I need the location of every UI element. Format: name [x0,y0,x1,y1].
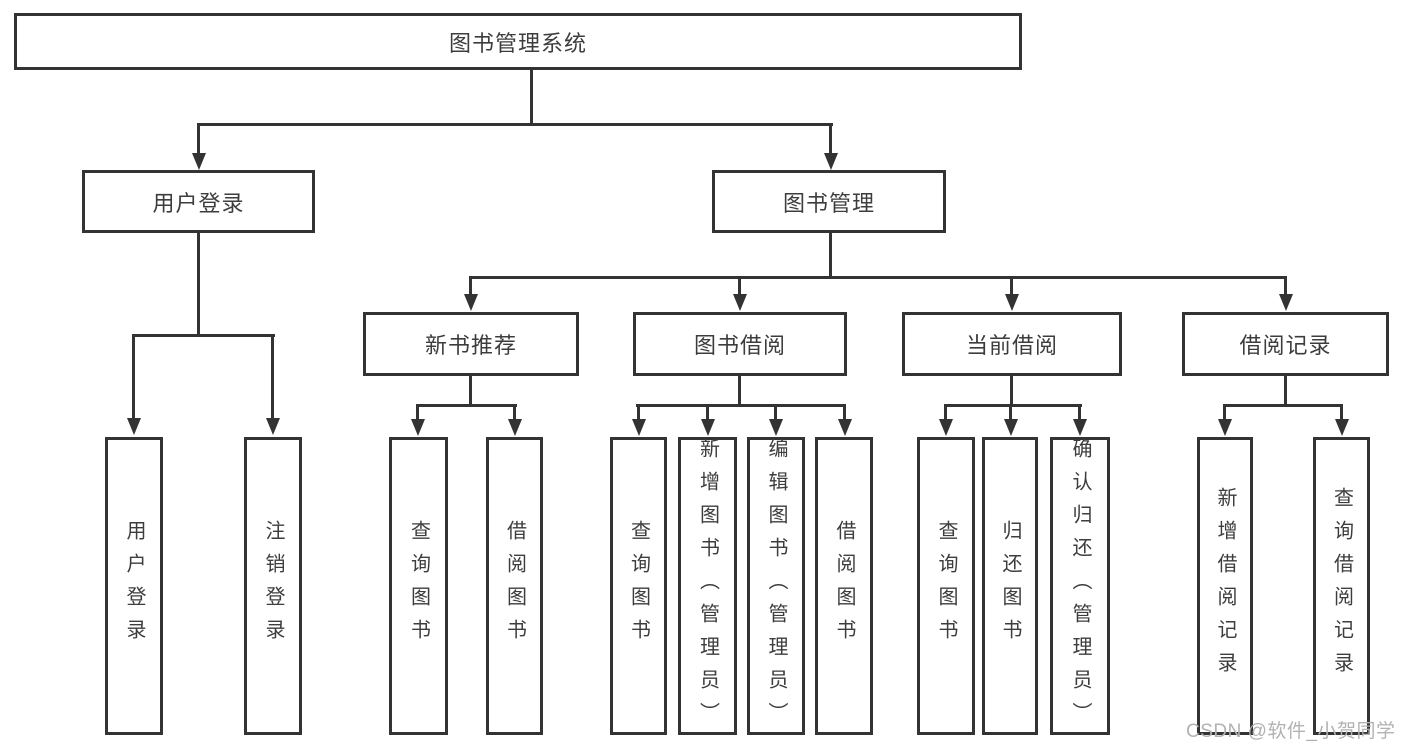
node-library-system-label: 图书管理系统 [448,30,587,56]
leaf-logout: 注销登录 [244,437,302,735]
connector-borrowing-rail [636,404,846,407]
leaf-recommend-borrow-books-label: 借阅图书 [503,520,526,652]
node-borrowing-records-label: 借阅记录 [1239,333,1332,358]
connector-current-stem [1010,376,1013,406]
connector-arrow-book-management [823,124,838,170]
leaf-borrow-edit-books-admin: 编辑图书（管理员） [747,437,805,735]
watermark-text: CSDN @软件_小贺同学 [1186,721,1396,742]
connector-level3-rail [469,276,1287,279]
connector-arrow-current-borrowing [1004,277,1019,311]
connector-arrow-borrowing-edit [768,405,783,436]
leaf-borrow-borrow-books-label: 借阅图书 [833,520,855,652]
connector-arrow-current-confirm [1072,405,1087,436]
node-current-borrowing-label: 当前借阅 [965,333,1058,358]
connector-arrow-borrowing-add [700,405,715,436]
connector-arrow-borrowing-borrow [837,405,852,436]
connector-arrow-new-book-recommend [463,277,478,311]
node-borrowing-records: 借阅记录 [1182,312,1389,376]
leaf-records-add-record: 新增借阅记录 [1197,437,1253,735]
connector-recommend-stem [469,376,472,406]
connector-borrowing-stem [738,376,741,406]
node-current-borrowing: 当前借阅 [902,312,1122,376]
leaf-borrow-add-books-admin-label: 新增图书（管理员） [696,437,719,735]
leaf-logout-label: 注销登录 [262,520,284,652]
leaf-recommend-query-books: 查询图书 [389,437,448,735]
node-new-book-recommend: 新书推荐 [363,312,579,376]
leaf-current-return-books-label: 归还图书 [999,520,1021,652]
connector-recommend-rail [416,404,517,407]
connector-arrow-records-query [1334,405,1349,436]
connector-current-rail [944,404,1082,407]
leaf-current-query-books-label: 查询图书 [935,520,957,652]
connector-records-rail [1223,404,1343,407]
leaf-records-query-record: 查询借阅记录 [1313,437,1370,735]
connector-arrow-user-login [191,124,206,170]
leaf-borrow-add-books-admin: 新增图书（管理员） [678,437,737,735]
leaf-user-login: 用户登录 [105,437,163,735]
connector-arrow-records-add [1217,405,1232,436]
connector-user-rail [132,334,275,337]
leaf-recommend-borrow-books: 借阅图书 [486,437,543,735]
leaf-current-confirm-return-admin: 确认归还（管理员） [1050,437,1110,735]
connector-user-stem [197,233,200,336]
leaf-records-query-record-label: 查询借阅记录 [1330,487,1353,685]
leaf-current-return-books: 归还图书 [982,437,1038,735]
leaf-borrow-query-books-label: 查询图书 [627,520,650,652]
node-book-management-label: 图书管理 [782,190,875,216]
connector-arrow-borrowing-query [631,405,646,436]
leaf-borrow-query-books: 查询图书 [610,437,667,735]
leaf-recommend-query-books-label: 查询图书 [407,520,430,652]
connector-arrow-recommend-query [410,405,425,436]
node-user-login-branch: 用户登录 [82,170,315,233]
node-new-book-recommend-label: 新书推荐 [424,333,517,358]
connector-level2-rail [197,123,833,126]
leaf-current-query-books: 查询图书 [917,437,975,735]
connector-arrow-borrowing-records [1278,277,1293,311]
leaf-borrow-borrow-books: 借阅图书 [815,437,873,735]
connector-root-stem [530,70,533,126]
connector-management-stem [829,233,832,278]
connector-arrow-leaf-logout [265,335,280,435]
connector-arrow-leaf-user-login [126,335,141,435]
leaf-user-login-label: 用户登录 [123,520,145,652]
node-library-system: 图书管理系统 [14,13,1022,70]
leaf-current-confirm-return-admin-label: 确认归还（管理员） [1069,437,1091,735]
node-book-borrowing: 图书借阅 [633,312,847,376]
connector-records-stem [1284,376,1287,406]
connector-arrow-book-borrowing [732,277,747,311]
node-book-management: 图书管理 [712,170,946,233]
node-book-borrowing-label: 图书借阅 [693,333,786,358]
leaf-borrow-edit-books-admin-label: 编辑图书（管理员） [765,437,787,735]
leaf-records-add-record-label: 新增借阅记录 [1214,487,1236,685]
connector-arrow-current-return [1003,405,1018,436]
connector-arrow-current-query [938,405,953,436]
connector-arrow-recommend-borrow [507,405,522,436]
node-user-login-branch-label: 用户登录 [152,190,245,216]
